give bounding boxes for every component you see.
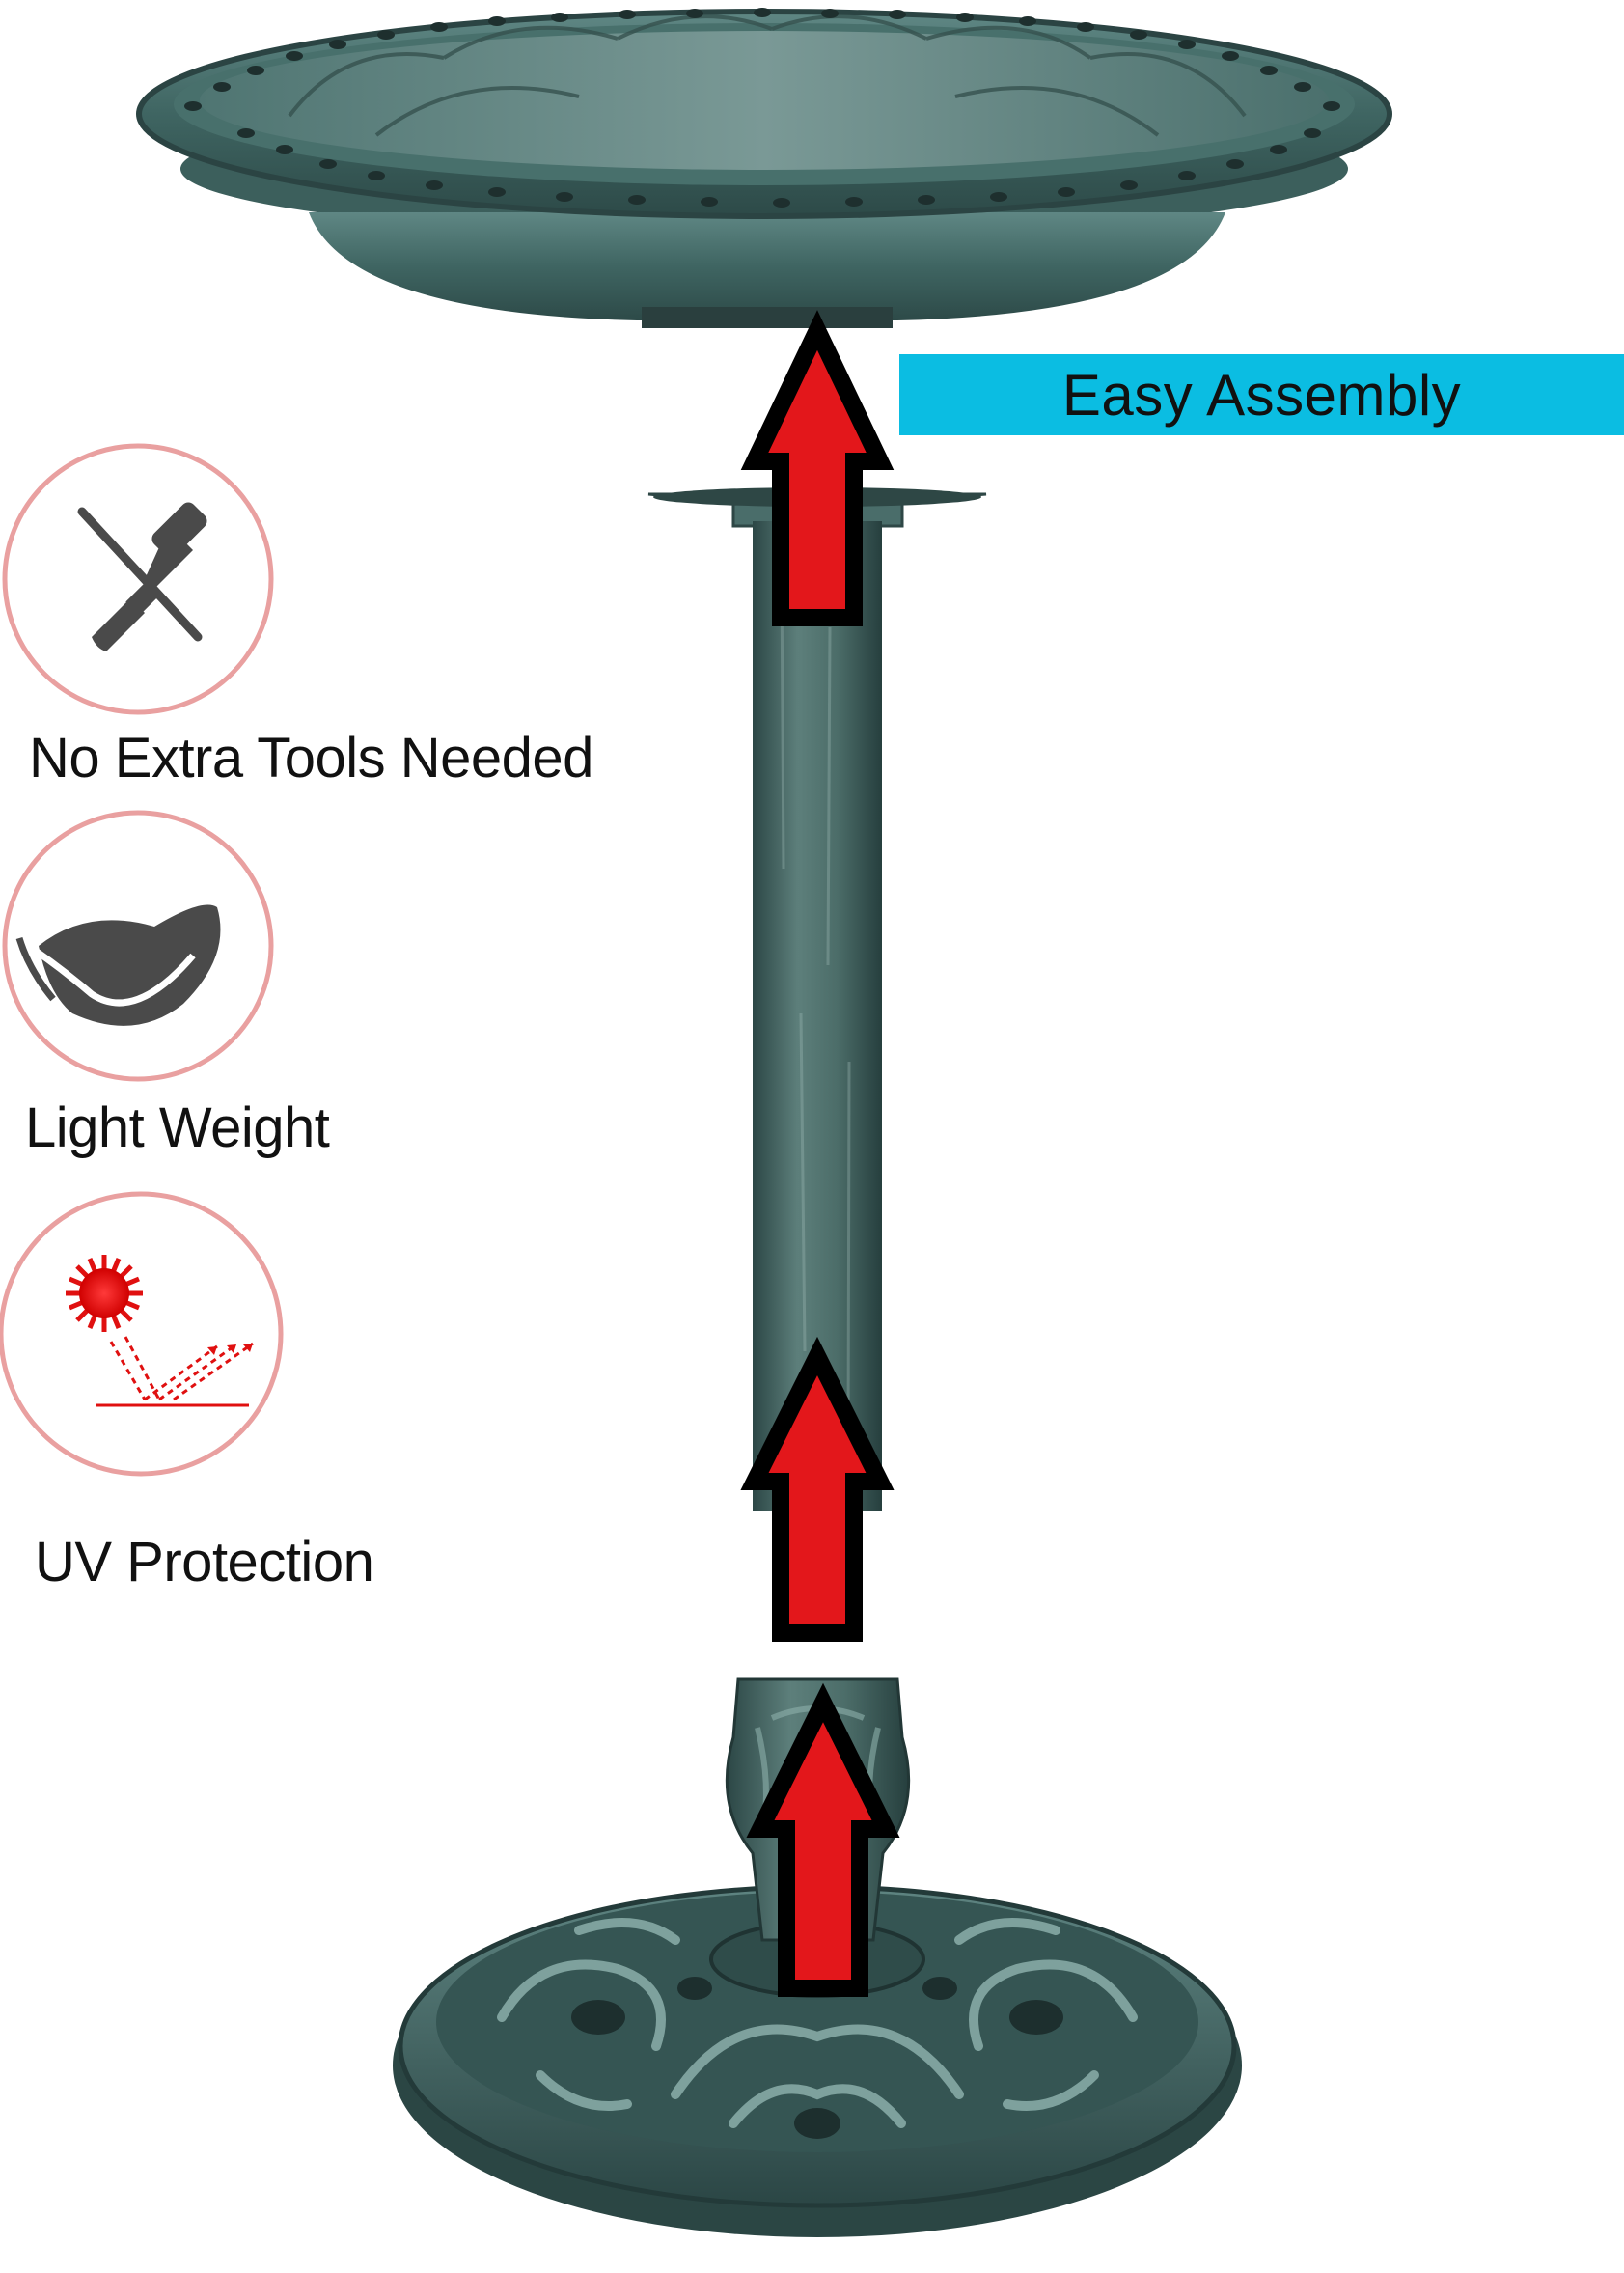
assembly-arrow-bottom — [746, 1682, 900, 1997]
bath-bowl — [136, 8, 1392, 328]
feature-label-uv-protection: UV Protection — [35, 1531, 374, 1594]
rim-dots — [184, 8, 1340, 208]
easy-assembly-banner: Easy Assembly — [899, 354, 1624, 435]
assembly-arrow-top — [740, 310, 895, 626]
banner-text: Easy Assembly — [1061, 362, 1462, 428]
light-weight-badge — [2, 810, 274, 1082]
bath-base — [393, 1677, 1242, 2237]
feature-label-no-tools: No Extra Tools Needed — [29, 727, 593, 790]
no-tools-badge — [2, 443, 274, 715]
feature-label-light-weight: Light Weight — [25, 1096, 330, 1159]
uv-protection-badge — [0, 1191, 284, 1477]
sun-uv-icon — [66, 1255, 254, 1407]
assembly-arrow-middle — [740, 1336, 895, 1642]
column-texture — [780, 578, 851, 1449]
feather-icon — [15, 904, 221, 1026]
